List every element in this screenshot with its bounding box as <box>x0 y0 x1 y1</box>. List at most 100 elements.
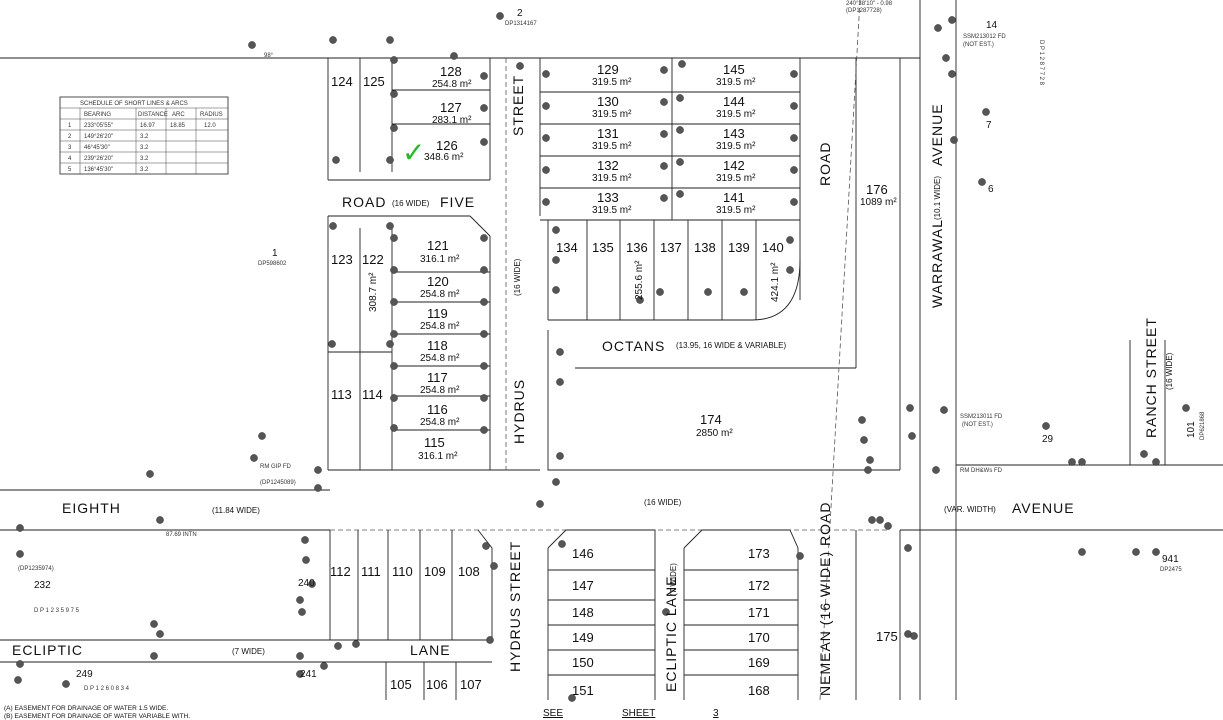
survey-mark-icon <box>16 660 24 668</box>
lot-116: 116 <box>427 402 448 417</box>
schedule-h-radius: RADIUS <box>200 112 223 118</box>
lot-125: 125 <box>363 74 385 89</box>
survey-mark-icon <box>876 516 884 524</box>
lot-127: 127 <box>440 100 462 115</box>
survey-mark-icon <box>352 640 360 648</box>
survey-mark-icon <box>150 620 158 628</box>
lot-144-area: 319.5 m² <box>716 109 756 120</box>
survey-mark-icon <box>536 500 544 508</box>
schedule-r2-distance: 3.2 <box>140 134 149 140</box>
lot-labels: 128 254.8 m² 127 283.1 m² 126 348.6 m² 1… <box>330 62 898 698</box>
survey-mark-icon <box>790 198 798 206</box>
survey-mark-icon <box>932 466 940 474</box>
lot-118: 118 <box>427 338 448 353</box>
schedule-r1-distance: 16.97 <box>140 123 156 129</box>
lot-126-area: 348.6 m² <box>424 152 464 163</box>
hydrus-width: (16 WIDE) <box>513 258 522 296</box>
survey-mark-icon <box>480 234 488 242</box>
lot-151: 151 <box>572 683 594 698</box>
lot-122-area: 308.7 m² <box>368 272 379 312</box>
survey-mark-icon <box>146 470 154 478</box>
survey-mark-icon <box>542 70 550 78</box>
lot-145-area: 319.5 m² <box>716 77 756 88</box>
survey-mark-icon <box>390 362 398 370</box>
survey-mark-icon <box>480 298 488 306</box>
survey-mark-icon <box>480 330 488 338</box>
lot-175: 175 <box>876 629 898 644</box>
eighth-16-wide: (16 WIDE) <box>644 498 682 507</box>
lot-124: 124 <box>331 74 353 89</box>
survey-mark-icon <box>676 94 684 102</box>
survey-mark-icon <box>568 694 576 702</box>
survey-mark-icon <box>250 454 258 462</box>
see-label: SEE <box>543 708 563 719</box>
survey-mark-icon <box>660 162 668 170</box>
lot-137: 137 <box>660 240 682 255</box>
schedule-r3-bearing: 46°45'30" <box>84 145 110 151</box>
lot-110: 110 <box>392 564 413 579</box>
lot-176: 176 <box>866 182 888 197</box>
schedule-r3-id: 3 <box>68 145 72 151</box>
survey-mark-icon <box>1078 548 1086 556</box>
lot-176-area: 1089 m² <box>860 197 897 208</box>
lot-144: 144 <box>723 94 745 109</box>
survey-mark-icon <box>390 298 398 306</box>
lot-118-area: 254.8 m² <box>420 353 460 364</box>
lot-101-ref: 101 <box>1186 421 1197 438</box>
survey-mark-icon <box>948 70 956 78</box>
lot-106: 106 <box>426 677 448 692</box>
survey-mark-icon <box>482 542 490 550</box>
ssm-mid-not-est: (NOT EST.) <box>962 422 993 428</box>
schedule-h-arc: ARC <box>172 112 185 118</box>
survey-mark-icon <box>948 16 956 24</box>
lot-143: 143 <box>723 126 745 141</box>
dp2475-ref: DP2475 <box>1160 567 1182 573</box>
lot-123: 123 <box>331 252 353 267</box>
rm-dhws-right: RM DH&Ws FD <box>960 468 1003 474</box>
survey-mark-icon <box>950 136 958 144</box>
lot-116-area: 254.8 m² <box>420 417 460 428</box>
lot-148: 148 <box>572 605 594 620</box>
lot-108: 108 <box>458 564 480 579</box>
lot-149: 149 <box>572 630 594 645</box>
survey-mark-icon <box>156 516 164 524</box>
lot-7-ref: 7 <box>986 120 992 131</box>
lot-147: 147 <box>572 578 594 593</box>
street-labels: ROAD (16 WIDE) FIVE STREET ROAD WARRAWAL… <box>12 75 1174 696</box>
lot-113: 113 <box>331 387 352 402</box>
survey-mark-icon <box>660 194 668 202</box>
survey-mark-icon <box>1152 458 1160 466</box>
survey-mark-icon <box>480 138 488 146</box>
survey-mark-icon <box>660 130 668 138</box>
survey-marks <box>14 12 1190 702</box>
lot-174: 174 <box>700 412 722 427</box>
lot-146: 146 <box>572 546 594 561</box>
survey-mark-icon <box>556 452 564 460</box>
survey-mark-icon <box>390 394 398 402</box>
survey-mark-icon <box>480 426 488 434</box>
lot-112: 112 <box>330 564 351 579</box>
road-right-label: ROAD <box>817 142 833 186</box>
survey-mark-icon <box>858 416 866 424</box>
survey-mark-icon <box>328 340 336 348</box>
survey-mark-icon <box>558 540 566 548</box>
survey-mark-icon <box>660 98 668 106</box>
dp-left-lot: 1 <box>272 248 278 259</box>
ninety-eight-top: 98° <box>264 53 274 59</box>
survey-mark-icon <box>298 608 306 616</box>
survey-mark-icon <box>556 348 564 356</box>
top-right-bearing: 240°38'10" - 0.98 <box>846 1 893 7</box>
lot-117-area: 254.8 m² <box>420 385 460 396</box>
lot-129-area: 319.5 m² <box>592 77 632 88</box>
lot-6-ref: 6 <box>988 184 994 195</box>
lot-133: 133 <box>597 190 619 205</box>
schedule-r4-distance: 3.2 <box>140 156 149 162</box>
lot-142-area: 319.5 m² <box>716 173 756 184</box>
lot-120: 120 <box>427 274 449 289</box>
lot-119-area: 254.8 m² <box>420 321 460 332</box>
survey-mark-icon <box>790 70 798 78</box>
survey-mark-icon <box>910 632 918 640</box>
survey-mark-icon <box>542 198 550 206</box>
eighth-label: EIGHTH <box>62 500 121 516</box>
survey-mark-icon <box>320 662 328 670</box>
